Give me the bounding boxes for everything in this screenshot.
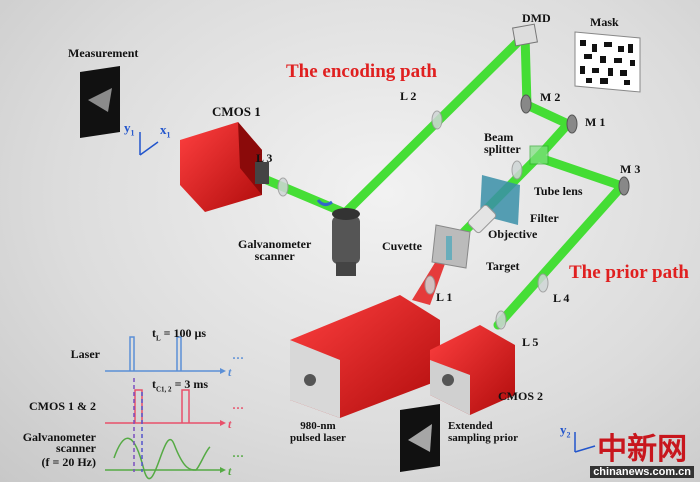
filter-label: Filter [530, 211, 559, 225]
laser-ellipsis: ··· [232, 351, 245, 365]
beam-dmd-m2 [520, 30, 532, 110]
tube-lens-label: Tube lens [534, 184, 583, 198]
beam-m3-cmos2 [493, 181, 627, 330]
mirror-m3 [618, 176, 630, 196]
watermark-en: chinanews.com.cn [590, 466, 694, 478]
l1-label: L 1 [436, 290, 453, 304]
objective-label: Objective [488, 227, 538, 241]
timing-diagram [105, 336, 226, 480]
cmos-pulse-1 [134, 389, 143, 423]
target-label: Target [486, 259, 520, 273]
cmos-t-axis: t [228, 417, 232, 431]
lens-l5 [495, 310, 507, 330]
prior-path-title: The prior path [569, 262, 690, 283]
y1-label: y1 [124, 120, 135, 138]
m2-label: M 2 [540, 90, 561, 104]
dmd-device [512, 23, 538, 47]
mask-label: Mask [590, 15, 619, 29]
l5-label: L 5 [522, 335, 539, 349]
l2-label: L 2 [400, 89, 417, 103]
cmos2-camera [430, 325, 515, 415]
beam-splitter-cube [529, 145, 549, 165]
cmos-ellipsis: ··· [232, 401, 245, 415]
watermark-cn: 中新网 [597, 432, 688, 467]
cmos1-label: CMOS 1 [212, 104, 261, 119]
axes-1 [139, 132, 159, 156]
galvanometer-scanner [316, 199, 360, 276]
cmos-exposure: tC1, 2 = 3 ms [152, 377, 209, 394]
watermark: 中新网 chinanews.com.cn [590, 434, 694, 478]
cuvette [446, 236, 452, 260]
timing-laser-label: Laser [70, 347, 100, 361]
cmos2-label: CMOS 2 [498, 389, 543, 403]
laser-pulse-2 [176, 336, 182, 371]
l4-label: L 4 [553, 291, 570, 305]
laser-pulse-width: tL = 100 µs [152, 326, 207, 343]
dmd-label: DMD [522, 11, 551, 25]
galvo-ellipsis: ··· [232, 449, 245, 463]
lens-tube [511, 160, 523, 180]
m1-label: M 1 [585, 115, 606, 129]
x1-label: x1 [160, 122, 171, 140]
laser-pulse-1 [129, 336, 135, 371]
laser-t-axis: t [228, 365, 232, 379]
laser-box [290, 295, 440, 418]
cmos-pulse-2 [181, 389, 190, 423]
cmos1-camera [180, 122, 269, 212]
lens-l4 [537, 273, 549, 293]
encoding-path-title: The encoding path [286, 61, 437, 82]
timing-cmos-label: CMOS 1 & 2 [29, 399, 96, 413]
axes-2 [574, 432, 596, 453]
y2-label: y2 [560, 422, 571, 440]
galvo-wave [113, 437, 211, 480]
mask-pattern [574, 31, 641, 93]
beam-m2-m1 [522, 100, 573, 129]
m3-label: M 3 [620, 162, 641, 176]
galvo-t-axis: t [228, 464, 232, 478]
mirror-m1 [566, 114, 578, 134]
lens-l1 [424, 275, 436, 295]
l3-label: L 3 [256, 151, 273, 165]
cuvette-label: Cuvette [382, 239, 422, 253]
measurement-label: Measurement [68, 46, 139, 60]
beam-splitter-m3 [535, 153, 627, 191]
beam-galvo-cmos1 [257, 173, 350, 218]
lens-l2 [431, 110, 443, 130]
objective-lens [467, 204, 497, 234]
mirror-m2 [520, 94, 532, 114]
lens-l3 [277, 177, 289, 197]
